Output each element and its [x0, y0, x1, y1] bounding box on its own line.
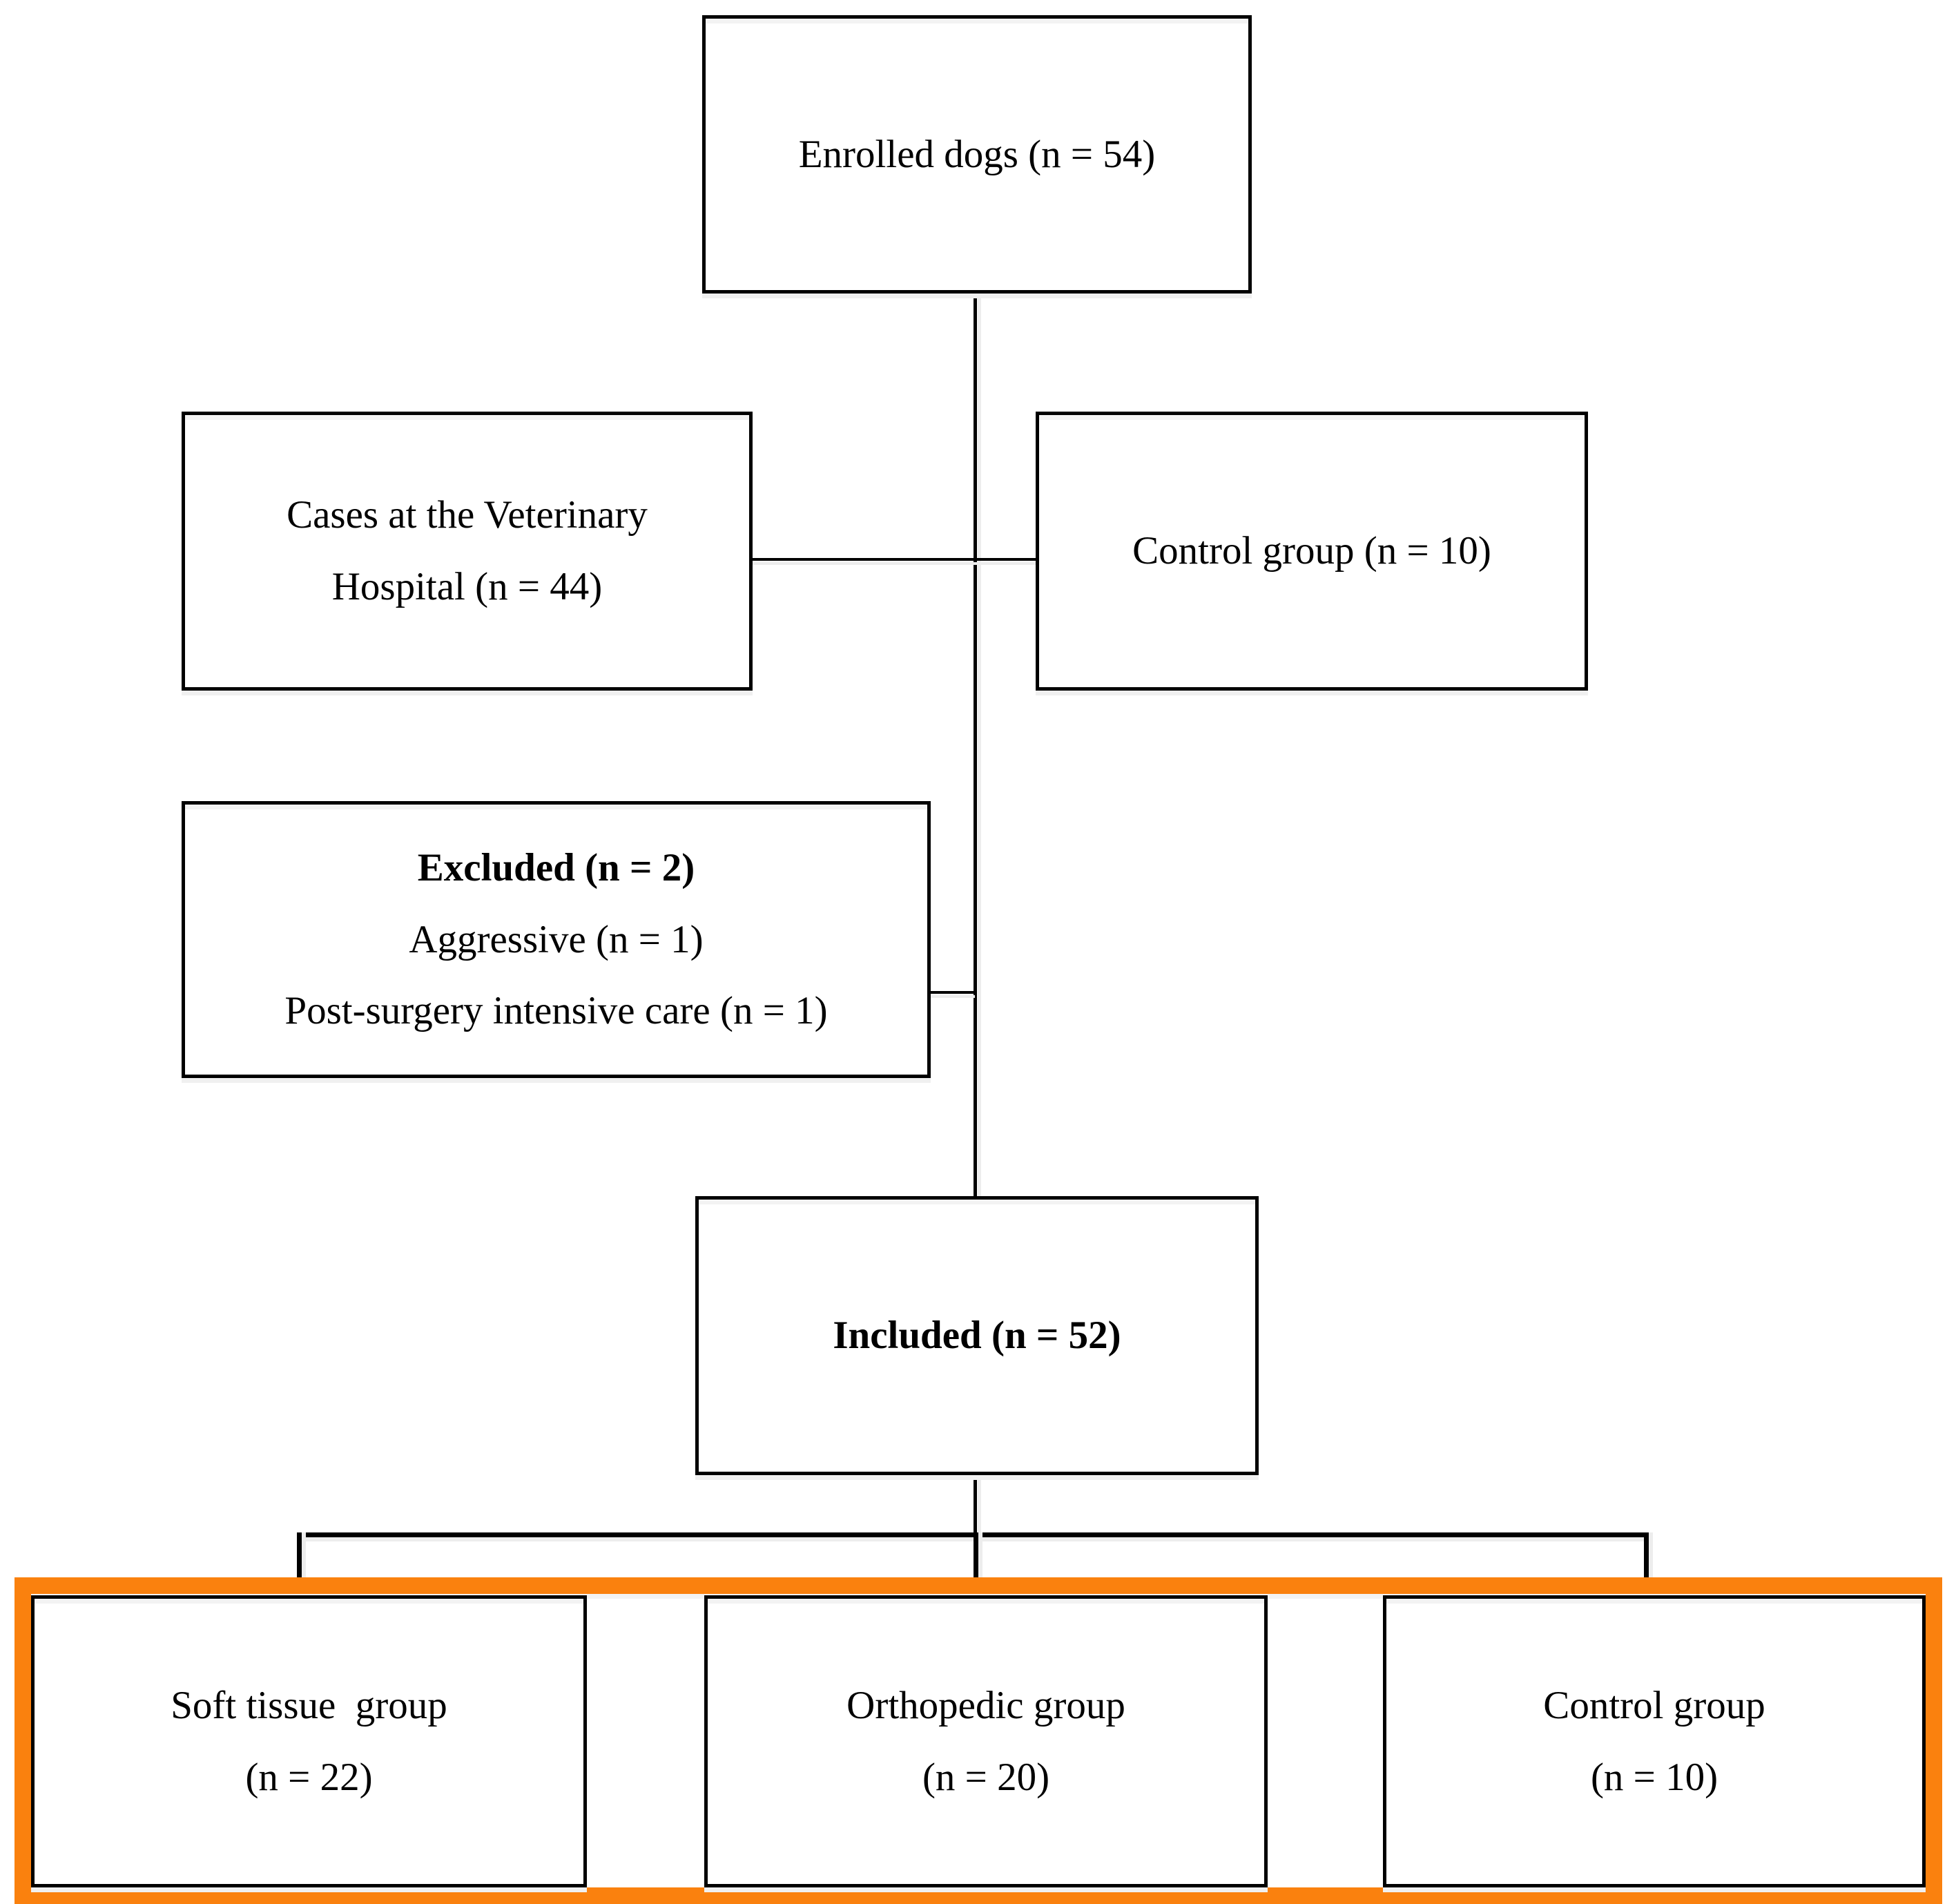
connector-vertical-main: [974, 294, 977, 1196]
box-label: Control group: [1543, 1683, 1765, 1727]
connector-vertical-included-out: [974, 1475, 977, 1535]
highlight-frame-orange: [14, 1577, 1942, 1904]
box-orthopedic-group: Orthopedic group (n = 20): [704, 1595, 1268, 1887]
box-enrolled-dogs: Enrolled dogs (n = 54): [702, 15, 1252, 294]
box-label-excluded-post-surgery: Post-surgery intensive care (n = 1): [284, 989, 828, 1033]
connector-drop-orthopedic: [974, 1532, 978, 1577]
box-label: (n = 20): [922, 1755, 1050, 1799]
box-label: (n = 22): [245, 1755, 373, 1799]
box-label: Enrolled dogs (n = 54): [798, 132, 1156, 176]
box-control-group-top: Control group (n = 10): [1036, 412, 1588, 691]
box-label: Cases at the Veterinary: [287, 493, 648, 537]
box-cases-veterinary-hospital: Cases at the Veterinary Hospital (n = 44…: [182, 412, 753, 691]
connector-drop-control: [1644, 1532, 1649, 1577]
connector-horizontal-distributor: [297, 1532, 1649, 1537]
box-excluded: Excluded (n = 2) Aggressive (n = 1) Post…: [182, 801, 931, 1078]
box-label: Soft tissue group: [171, 1683, 447, 1727]
connector-drop-soft-tissue: [297, 1532, 302, 1577]
box-label: Included (n = 52): [833, 1314, 1121, 1358]
box-label-excluded-title: Excluded (n = 2): [417, 845, 695, 890]
box-label: Control group (n = 10): [1132, 529, 1491, 573]
box-included: Included (n = 52): [695, 1196, 1259, 1475]
box-label: (n = 10): [1590, 1755, 1718, 1799]
box-soft-tissue-group: Soft tissue group (n = 22): [31, 1595, 587, 1887]
box-control-group-bottom: Control group (n = 10): [1383, 1595, 1926, 1887]
connector-horizontal-excluded: [931, 991, 975, 994]
connector-horizontal-cases-control: [753, 558, 1036, 561]
box-label-excluded-aggressive: Aggressive (n = 1): [409, 917, 704, 961]
box-label: Orthopedic group: [846, 1683, 1125, 1727]
box-label: Hospital (n = 44): [331, 565, 603, 608]
